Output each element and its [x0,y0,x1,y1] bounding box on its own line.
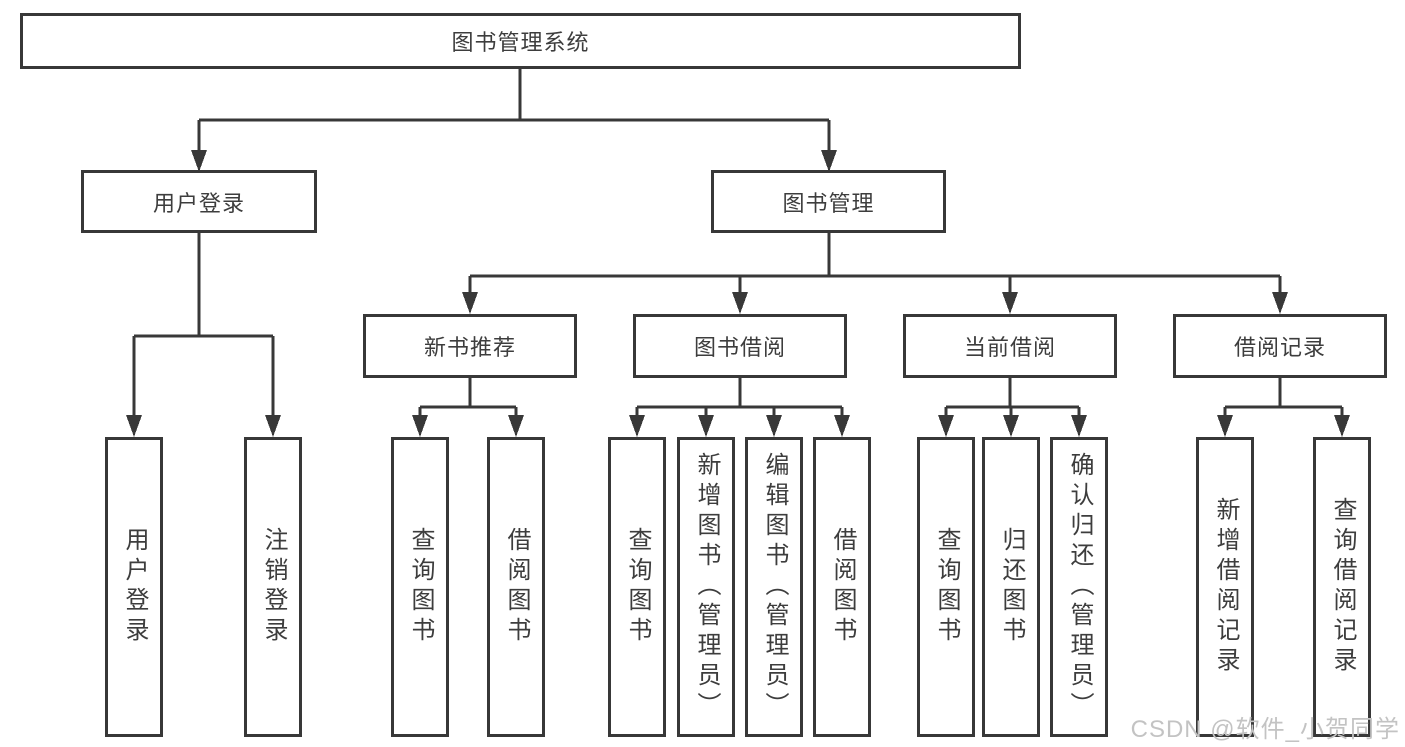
node-new-book-recommend: 新书推荐 [363,314,577,378]
node-user-login: 用户登录 [81,170,317,233]
connector-new-book-to-leaves [412,378,524,437]
leaf-confirm-return-admin-label: 确认归还（管理员） [1066,452,1093,722]
leaf-return-books-label: 归还图书 [998,527,1025,647]
connector-root-to-level2 [191,69,837,172]
leaf-user-login-label: 用户登录 [121,527,148,647]
node-book-management-label: 图书管理 [782,190,875,216]
watermark: CSDN @软件_小贺同学 [1130,716,1400,743]
leaf-logout-label: 注销登录 [260,527,287,647]
leaf-borrow-books-recommend-label: 借阅图书 [503,527,530,647]
leaf-add-books-admin-label: 新增图书（管理员） [693,452,720,722]
leaf-query-books-recommend: 查询图书 [391,437,449,737]
node-book-borrow: 图书借阅 [633,314,847,378]
connector-user-login-to-leaves [126,233,281,437]
connector-current-borrow-to-leaves [938,378,1087,437]
node-current-borrow-label: 当前借阅 [963,335,1056,360]
leaf-logout: 注销登录 [244,437,302,737]
node-root-label: 图书管理系统 [451,30,590,55]
node-book-borrow-label: 图书借阅 [693,335,786,360]
leaf-borrow-books-recommend: 借阅图书 [487,437,545,737]
leaf-borrow-books: 借阅图书 [813,437,871,737]
connector-borrow-records-to-leaves [1217,378,1350,437]
leaf-query-borrow-record-label: 查询借阅记录 [1329,497,1356,677]
node-root: 图书管理系统 [20,13,1021,69]
leaf-query-borrow-record: 查询借阅记录 [1313,437,1371,737]
leaf-query-books-current: 查询图书 [917,437,975,737]
leaf-query-books-recommend-label: 查询图书 [407,527,434,647]
leaf-add-borrow-record: 新增借阅记录 [1196,437,1254,737]
leaf-add-books-admin: 新增图书（管理员） [677,437,735,737]
leaf-edit-books-admin-label: 编辑图书（管理员） [761,452,788,722]
leaf-edit-books-admin: 编辑图书（管理员） [745,437,803,737]
node-new-book-recommend-label: 新书推荐 [423,335,516,360]
node-current-borrow: 当前借阅 [903,314,1117,378]
leaf-borrow-books-label: 借阅图书 [829,527,856,647]
node-user-login-label: 用户登录 [152,190,245,216]
connector-book-management-to-level3 [462,233,1288,314]
leaf-add-borrow-record-label: 新增借阅记录 [1212,497,1239,677]
leaf-return-books: 归还图书 [982,437,1040,737]
node-borrow-records: 借阅记录 [1173,314,1387,378]
node-borrow-records-label: 借阅记录 [1233,335,1326,360]
leaf-query-books-borrow-label: 查询图书 [624,527,651,647]
leaf-user-login: 用户登录 [105,437,163,737]
node-book-management: 图书管理 [711,170,946,233]
connector-book-borrow-to-leaves [629,378,850,437]
leaf-query-books-current-label: 查询图书 [933,527,960,647]
leaf-query-books-borrow: 查询图书 [608,437,666,737]
leaf-confirm-return-admin: 确认归还（管理员） [1050,437,1108,737]
